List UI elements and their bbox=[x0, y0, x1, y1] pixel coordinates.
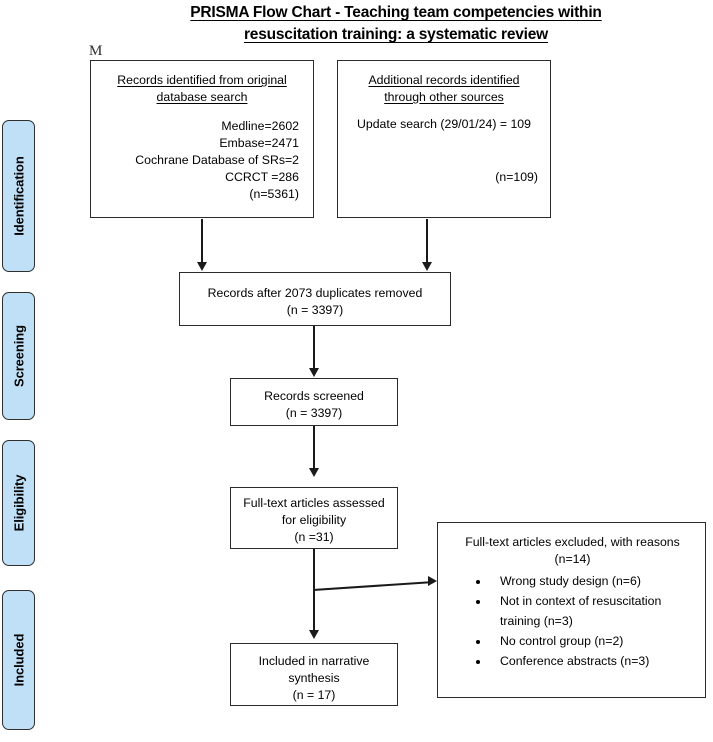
box-included-line-2: synthesis bbox=[288, 671, 340, 685]
box-records-screened-line-1: Records screened bbox=[264, 389, 364, 403]
box-included-line-1: Included in narrative bbox=[258, 654, 370, 668]
box-fulltext-assessed-line-2: for eligibility bbox=[281, 513, 347, 527]
stage-label-included: Included bbox=[2, 590, 35, 730]
stage-label-eligibility: Eligibility bbox=[2, 440, 35, 566]
list-item: Conference abstracts (n=3) bbox=[490, 651, 697, 671]
arrowhead-identified-to-duplicates bbox=[196, 262, 207, 271]
list-item: Wrong study design (n=6) bbox=[490, 571, 697, 591]
box-fulltext-assessed-line-1: Full-text articles assessed bbox=[243, 496, 385, 510]
connector-duplicates-to-screened bbox=[313, 326, 315, 369]
connector-identified-to-duplicates bbox=[201, 219, 203, 263]
box-duplicates-removed: Records after 2073 duplicates removed (n… bbox=[179, 272, 451, 326]
list-item: No control group (n=2) bbox=[490, 631, 697, 651]
box-records-identified-total: (n=5361) bbox=[249, 187, 299, 201]
page-title: PRISMA Flow Chart - Teaching team compet… bbox=[96, 2, 696, 46]
arrowhead-duplicates-to-screened bbox=[308, 368, 319, 377]
connector-fulltext-to-excluded bbox=[312, 581, 435, 591]
box-additional-records-total: (n=109) bbox=[495, 170, 538, 184]
box-fulltext-assessed-count: (n =31) bbox=[294, 530, 334, 544]
box-fulltext-assessed: Full-text articles assessed for eligibil… bbox=[230, 487, 398, 549]
box-fulltext-excluded: Full-text articles excluded, with reason… bbox=[437, 522, 706, 698]
box-additional-records-heading-1: Additional records identified bbox=[368, 73, 520, 87]
stray-character-artifact: M bbox=[89, 43, 103, 59]
connector-additional-to-duplicates bbox=[426, 219, 428, 263]
stage-label-included-text: Included bbox=[11, 633, 26, 687]
box-records-identified: Records identified from original databas… bbox=[90, 60, 314, 218]
box-records-identified-heading-2: database search bbox=[156, 90, 248, 104]
box-records-identified-row-cochrane: Cochrane Database of SRs=2 bbox=[135, 153, 299, 167]
list-item: Not in context of resuscitation training… bbox=[490, 591, 697, 631]
page-title-line-1: PRISMA Flow Chart - Teaching team compet… bbox=[190, 4, 602, 21]
box-duplicates-removed-line-1: Records after 2073 duplicates removed bbox=[207, 286, 423, 300]
box-additional-records: Additional records identified through ot… bbox=[337, 60, 551, 218]
connector-screened-to-fulltext bbox=[313, 426, 315, 469]
box-records-identified-heading-1: Records identified from original bbox=[117, 73, 287, 87]
box-records-screened: Records screened (n = 3397) bbox=[230, 378, 398, 426]
box-fulltext-excluded-line-1: Full-text articles excluded, with reason… bbox=[465, 535, 680, 549]
box-records-identified-row-embase: Embase=2471 bbox=[219, 136, 299, 150]
box-records-identified-row-ccrct: CCRCT =286 bbox=[225, 170, 299, 184]
arrowhead-additional-to-duplicates bbox=[421, 262, 432, 271]
stage-label-screening: Screening bbox=[2, 292, 35, 420]
box-records-screened-count: (n = 3397) bbox=[285, 406, 343, 420]
box-additional-records-heading-2: through other sources bbox=[384, 90, 504, 104]
box-included-count: (n = 17) bbox=[292, 688, 336, 702]
page-title-line-2: resuscitation training: a systematic rev… bbox=[243, 26, 549, 43]
box-additional-records-update-search: Update search (29/01/24) = 109 bbox=[357, 117, 531, 131]
arrowhead-fulltext-to-excluded bbox=[428, 576, 437, 586]
stage-label-identification-text: Identification bbox=[11, 156, 26, 236]
box-fulltext-excluded-count: (n=14) bbox=[554, 552, 591, 566]
box-fulltext-excluded-reason-list: Wrong study design (n=6) Not in context … bbox=[448, 571, 697, 671]
stage-label-identification: Identification bbox=[2, 120, 35, 272]
arrowhead-screened-to-fulltext bbox=[308, 468, 319, 477]
arrowhead-fulltext-to-included bbox=[308, 630, 319, 639]
box-records-identified-row-medline: Medline=2602 bbox=[221, 119, 299, 133]
stage-label-screening-text: Screening bbox=[11, 325, 26, 387]
box-included-narrative-synthesis: Included in narrative synthesis (n = 17) bbox=[230, 643, 398, 706]
box-duplicates-removed-count: (n = 3397) bbox=[286, 303, 344, 317]
stage-label-eligibility-text: Eligibility bbox=[11, 474, 26, 532]
